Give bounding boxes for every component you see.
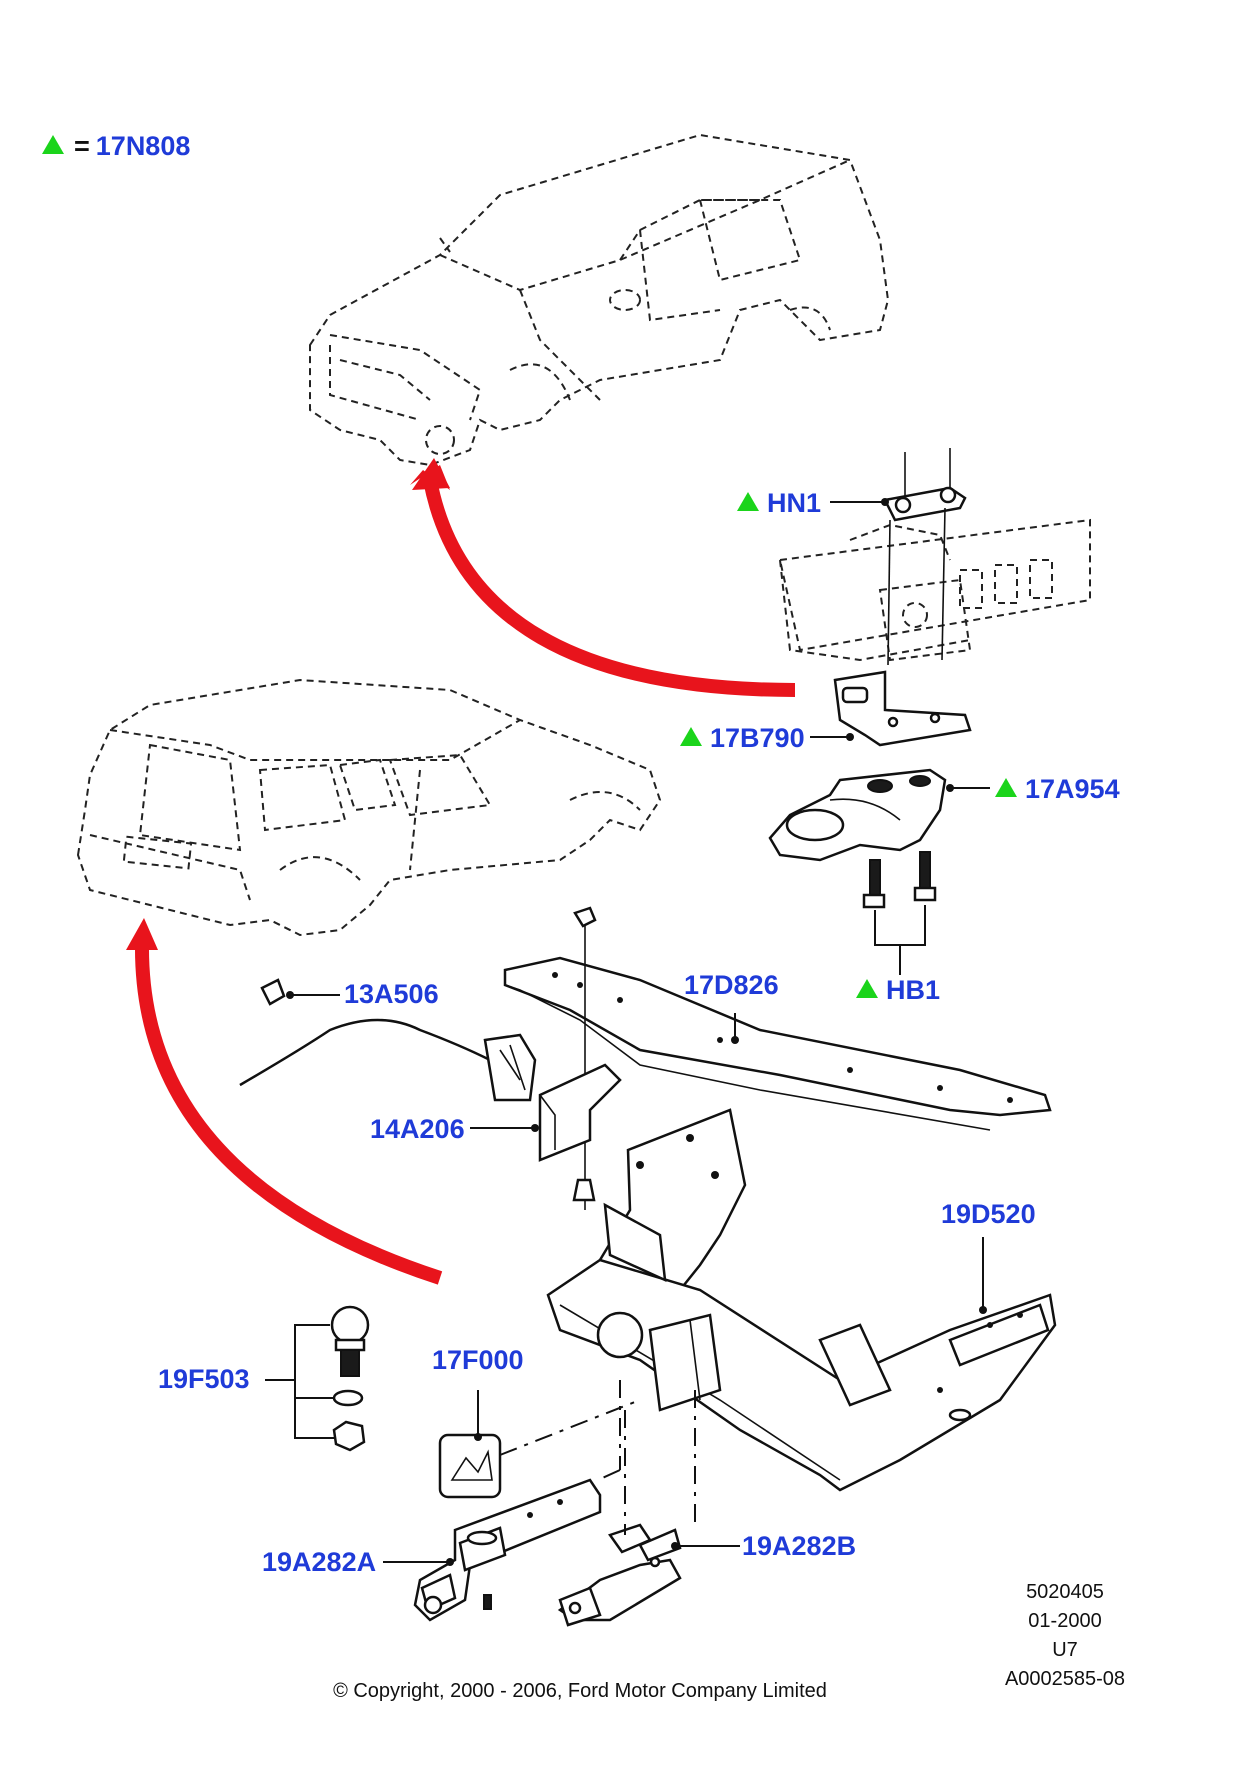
- legend: =17N808: [42, 133, 190, 160]
- green-triangle-icon: [680, 727, 702, 746]
- drawbar-b-part: [557, 1390, 696, 1627]
- callout-17b790: 17B790: [680, 725, 805, 752]
- label-19d520: 19D520: [941, 1199, 1036, 1229]
- tow-hook-part: [768, 768, 947, 862]
- label-14a206: 14A206: [370, 1114, 465, 1144]
- wiring-harness-part: [239, 978, 537, 1102]
- legend-code: 17N808: [95, 131, 191, 161]
- reference-line-4: A0002585-08: [1004, 1668, 1126, 1690]
- leader-lines: [286, 498, 990, 1566]
- label-hb1: HB1: [886, 975, 941, 1005]
- label-17a954: 17A954: [1025, 774, 1120, 804]
- callout-13a506: 13A506: [344, 981, 439, 1008]
- callout-17d826: 17D826: [684, 972, 779, 999]
- callout-17a954: 17A954: [995, 776, 1120, 803]
- label-hn1: HN1: [767, 488, 822, 518]
- callout-14a206: 14A206: [370, 1116, 465, 1143]
- wiring-bracket-part: [538, 1063, 622, 1202]
- bolts-part: [862, 851, 937, 975]
- reference-line-3: U7: [1052, 1639, 1078, 1661]
- label-19a282a: 19A282A: [262, 1547, 377, 1577]
- nut-plate-part: [883, 448, 967, 666]
- hitch-receiver-part: [546, 1108, 1057, 1492]
- frame-rail: [778, 518, 1091, 662]
- callout-hb1: HB1: [856, 977, 940, 1004]
- callout-19d520: 19D520: [941, 1201, 1036, 1228]
- vehicle-front-view: [309, 133, 890, 467]
- callout-19a282b: 19A282B: [742, 1533, 856, 1560]
- callout-17f000: 17F000: [432, 1347, 524, 1374]
- legend-equals: =: [74, 131, 90, 161]
- green-triangle-icon: [42, 135, 64, 154]
- green-triangle-icon: [737, 492, 759, 511]
- crossmember-part: [503, 906, 1052, 1210]
- label-19f503: 19F503: [158, 1364, 250, 1394]
- green-triangle-icon: [856, 979, 878, 998]
- vehicle-rear-view: [76, 678, 662, 937]
- callout-19f503: 19F503: [158, 1366, 250, 1393]
- callout-19a282a: 19A282A: [262, 1549, 376, 1576]
- label-13a506: 13A506: [344, 979, 439, 1009]
- receiver-cover-part: [438, 1390, 641, 1499]
- green-triangle-icon: [995, 778, 1017, 797]
- tow-ball-part: [265, 1305, 370, 1452]
- reference-line-2: 01-2000: [1028, 1610, 1102, 1632]
- label-17b790: 17B790: [710, 723, 805, 753]
- bracket-part: [833, 670, 972, 747]
- label-17f000: 17F000: [432, 1345, 524, 1375]
- copyright-notice: © Copyright, 2000 - 2006, Ford Motor Com…: [333, 1680, 827, 1702]
- drawbar-a-part: [413, 1380, 621, 1622]
- callout-hn1: HN1: [737, 490, 821, 517]
- label-17d826: 17D826: [684, 970, 779, 1000]
- location-arrows: [126, 458, 796, 1285]
- reference-line-1: 5020405: [1026, 1581, 1104, 1603]
- label-19a282b: 19A282B: [742, 1531, 857, 1561]
